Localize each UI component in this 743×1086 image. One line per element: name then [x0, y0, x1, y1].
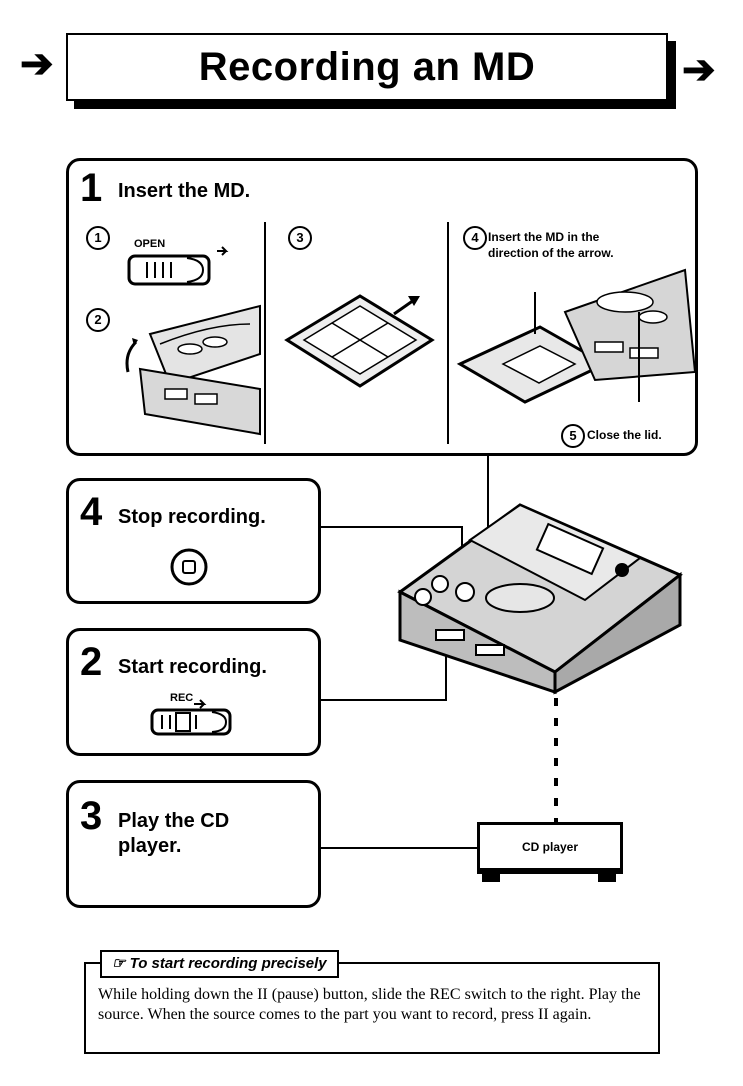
step-4-title: Stop recording.	[118, 506, 266, 528]
md-insertion-illustration	[456, 268, 697, 404]
cd-player-foot	[598, 874, 616, 882]
close-lid-text: Close the lid.	[587, 428, 662, 442]
tip-pointer-icon: ☞	[112, 955, 130, 972]
panel-divider	[264, 222, 266, 444]
right-arrow-icon: ➔	[682, 48, 716, 92]
sub-step-2-marker: 2	[86, 308, 110, 332]
step-3-title-line1: Play the CD	[118, 810, 230, 832]
insert-md-text-line2: direction of the arrow.	[488, 246, 614, 260]
step-1-number: 1	[80, 166, 103, 210]
step-1-title: Insert the MD.	[118, 180, 251, 202]
title-banner: Recording an MD	[66, 33, 668, 101]
tip-body-text: While holding down the II (pause) button…	[98, 986, 641, 1023]
rec-switch-illustration	[150, 699, 232, 736]
open-label: OPEN	[134, 238, 166, 250]
sub-step-3-marker: 3	[288, 226, 312, 250]
insert-md-text-line1: Insert the MD in the	[488, 230, 600, 244]
sub-step-4-marker: 4	[463, 226, 487, 250]
sub-step-1-marker: 1	[86, 226, 110, 250]
cd-player-illustration: CD player	[477, 822, 623, 874]
rec-label: REC	[170, 692, 194, 704]
stop-button-icon	[170, 548, 208, 586]
tip-heading: ☞ To start recording precisely	[100, 950, 339, 978]
open-switch-illustration	[127, 246, 229, 286]
md-disc-illustration	[284, 294, 435, 388]
step-4-number: 4	[80, 490, 103, 534]
left-arrow-icon: ➔	[20, 42, 54, 86]
tip-heading-text: To start recording precisely	[129, 955, 327, 972]
sub-step-5-marker: 5	[561, 424, 585, 448]
step-3-title-line2: player.	[118, 835, 182, 857]
cd-player-label: CD player	[521, 839, 579, 854]
step-3-number: 3	[80, 794, 103, 838]
step-2-number: 2	[80, 640, 103, 684]
step-3-box	[66, 780, 321, 908]
recorder-lid-open-illustration	[125, 304, 261, 436]
step-2-title: Start recording.	[118, 656, 267, 678]
page-title: Recording an MD	[198, 44, 536, 89]
cd-player-foot	[482, 874, 500, 882]
panel-divider	[447, 222, 449, 444]
